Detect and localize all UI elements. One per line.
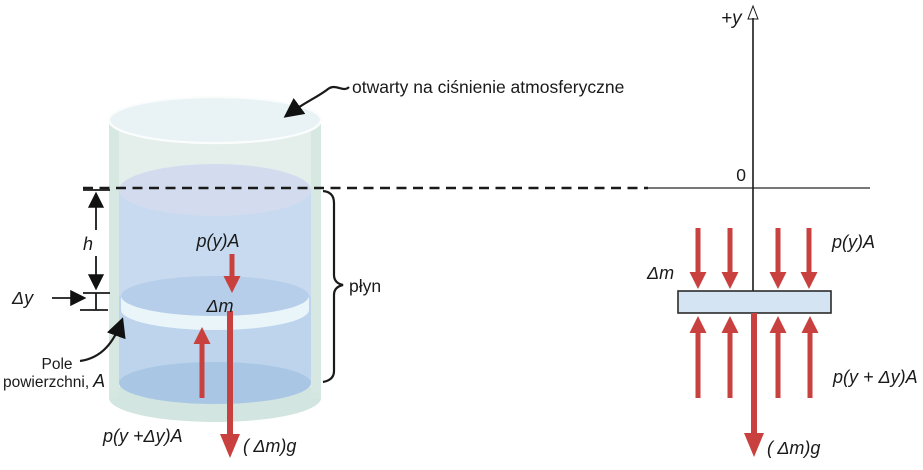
mass-label: Δm [205, 296, 233, 316]
depth-dimension: h [80, 189, 110, 311]
mass-element-slab [677, 290, 832, 314]
arrow-shaft [695, 333, 701, 398]
arrow-head [689, 272, 707, 289]
area-callout: Pole powierzchni,A [3, 317, 126, 391]
arrow-head [220, 434, 240, 458]
fluid-label: płyn [349, 276, 381, 296]
area-label-line1: Pole [41, 356, 72, 373]
arrow-head [801, 316, 819, 333]
pressure-up-arrow [689, 316, 707, 398]
dy-pointer: Δy [11, 288, 87, 308]
open-label: otwarty na ciśnienie atmosferyczne [352, 77, 624, 97]
curly-brace [322, 189, 344, 384]
glass-wall-left [109, 120, 119, 398]
mass-element-disc [121, 276, 309, 330]
arrow-head [769, 272, 787, 289]
arrow-head [223, 276, 241, 293]
pressure-top-label: p(y)A [195, 231, 239, 251]
axes: +y 0 [648, 4, 870, 291]
arrow-shaft [751, 313, 757, 433]
arrow-head [193, 327, 211, 344]
mass-label: Δm [646, 263, 674, 283]
arrow-shaft [727, 228, 733, 272]
cylinder-diagram: h Δy otwarty na ciśnienie atmosferyczne … [3, 77, 648, 458]
fluid [119, 164, 311, 404]
pressure-down-arrow [223, 254, 241, 293]
arrow-head [721, 272, 739, 289]
pressure-up-arrow [721, 316, 739, 398]
arrow-shaft [227, 311, 233, 434]
pressure-up-arrows [689, 316, 819, 398]
arrow-shaft [229, 254, 235, 276]
y-axis-arrowhead [747, 4, 759, 20]
arrow-shaft [727, 333, 733, 398]
weight-arrow [744, 313, 764, 457]
weight-label: ( Δm)g [767, 438, 820, 458]
curved-arrow [79, 317, 126, 363]
pressure-down-arrow [800, 228, 818, 289]
free-body-diagram: +y 0 [646, 4, 918, 458]
arrow-head [721, 316, 739, 333]
pressure-down-arrow [689, 228, 707, 289]
arrow-head [800, 272, 818, 289]
fluid-brace-group: płyn [322, 189, 381, 384]
dy-label: Δy [11, 288, 34, 308]
cylinder-force-arrows [193, 254, 241, 458]
arrow-shaft [775, 333, 781, 398]
weight-label: ( Δm)g [243, 436, 296, 456]
y-axis-label: +y [721, 8, 743, 29]
arrow-shaft [807, 333, 813, 398]
depth-label: h [83, 234, 93, 254]
pressure-up-arrow [801, 316, 819, 398]
atmosphere-callout: otwarty na ciśnienie atmosferyczne [283, 77, 624, 118]
fluid-surface-face [119, 164, 311, 216]
arrow-shaft [806, 228, 812, 272]
arrow-shaft [695, 228, 701, 272]
pressure-down-arrow [769, 228, 787, 289]
arrow-head [769, 316, 787, 333]
disc-top-face [121, 276, 309, 316]
origin-label: 0 [736, 165, 746, 185]
pressure-up-arrow [769, 316, 787, 398]
pressure-down-arrow [721, 228, 739, 289]
pressure-bottom-label: p(y + Δy)A [832, 367, 918, 387]
pressure-bottom-label: p(y +Δy)A [102, 426, 183, 446]
pressure-down-arrows [689, 228, 818, 289]
weight-arrow [220, 311, 240, 458]
squiggle-arrow [283, 85, 350, 118]
area-label-line2: powierzchni,A [3, 371, 105, 391]
glass-wall-right [311, 120, 321, 398]
fluid-bottom-face [119, 362, 311, 404]
arrow-head [744, 433, 764, 457]
arrow-head [689, 316, 707, 333]
pressure-up-arrow [193, 327, 211, 398]
pressure-top-label: p(y)A [831, 232, 875, 252]
arrow-shaft [199, 344, 205, 398]
arrow-shaft [775, 228, 781, 272]
glass-rim [107, 95, 323, 145]
